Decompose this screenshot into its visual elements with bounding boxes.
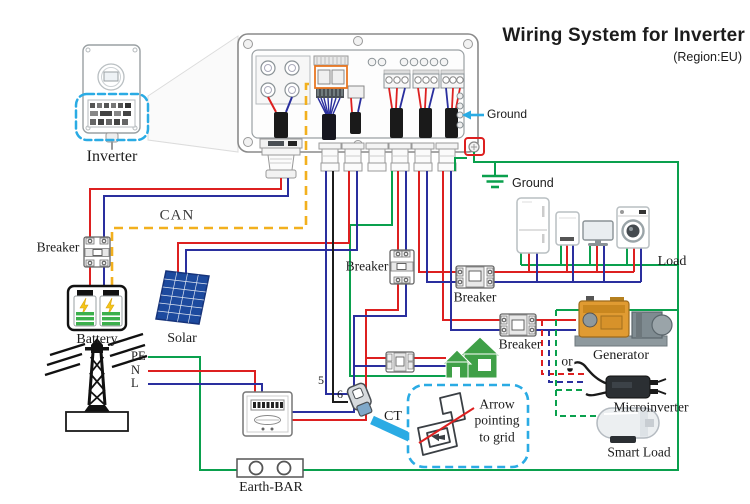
ground-screw-highlight [464,137,485,156]
generator-icon [574,296,673,347]
load-breaker-label: Breaker [453,289,497,305]
grid-breaker-label: Breaker [345,258,389,274]
generator-breaker-label: Breaker [498,336,542,352]
pe-label: PE [131,349,146,363]
live-wires [89,171,635,421]
inverter-device [74,44,150,150]
rj45-port [317,69,331,85]
ground-earth-label: Ground [512,176,554,190]
page-region: (Region:EU) [673,50,742,64]
tv-icon [582,220,614,246]
earth-ground-symbol-icon [482,174,508,189]
callout-line1: Arrow [479,396,515,412]
callout-line2: pointing [474,412,520,428]
battery-breaker-icon [83,236,111,268]
neutral-wires [103,171,642,413]
load-breaker-icon [455,265,495,289]
rj45-port [331,69,345,85]
ct-label: CT [384,409,402,424]
n-label: N [131,363,141,377]
cable-glands [318,142,459,172]
page-title: Wiring System for Inverter [502,25,745,46]
battery-icon [66,284,128,332]
inverter-terminal-highlight [74,92,150,142]
wiring-box [237,33,480,179]
washing-machine-icon [616,206,650,249]
ct-orientation-callout [406,383,530,469]
load-label: Load [657,254,687,269]
ct-lead-wire [332,171,348,403]
ct-clamp-icon [346,382,373,417]
solar-label: Solar [167,331,197,346]
battery-label: Battery [76,332,118,347]
smart-load-label: Smart Load [607,444,671,460]
backup-breaker-icon [385,351,415,373]
wire-5-label: 5 [318,373,324,387]
solar-panel-icon [155,270,210,325]
inverter-label: Inverter [86,148,138,165]
house-icon [441,336,502,379]
wires [89,82,679,471]
grid-breaker-icon [389,249,415,285]
smart-load-icon [596,407,660,443]
generator-label: Generator [593,348,649,363]
wire-6-label: 6 [337,387,343,401]
can-port-highlight [314,65,348,89]
zoom-projection [147,35,239,153]
ground-chassis-label: Ground [487,107,528,121]
callout-line3: to grid [479,429,515,445]
ground-arrow [462,110,484,120]
energy-meter-icon [242,391,293,437]
microinverter-icon [567,361,667,399]
generator-breaker-icon [499,313,537,337]
utility-pole-icon [44,332,148,432]
can-bus-wire [110,82,315,286]
earth-bar-icon [236,458,304,478]
or-label: or [559,353,575,369]
battery-breaker-label: Breaker [36,239,80,255]
microinverter-label: Microinverter [613,399,689,415]
water-heater-icon [555,211,580,246]
earth-bar-label: Earth-BAR [239,480,303,495]
l-label: L [131,376,139,390]
refrigerator-icon [516,197,550,254]
can-label: CAN [159,207,195,224]
